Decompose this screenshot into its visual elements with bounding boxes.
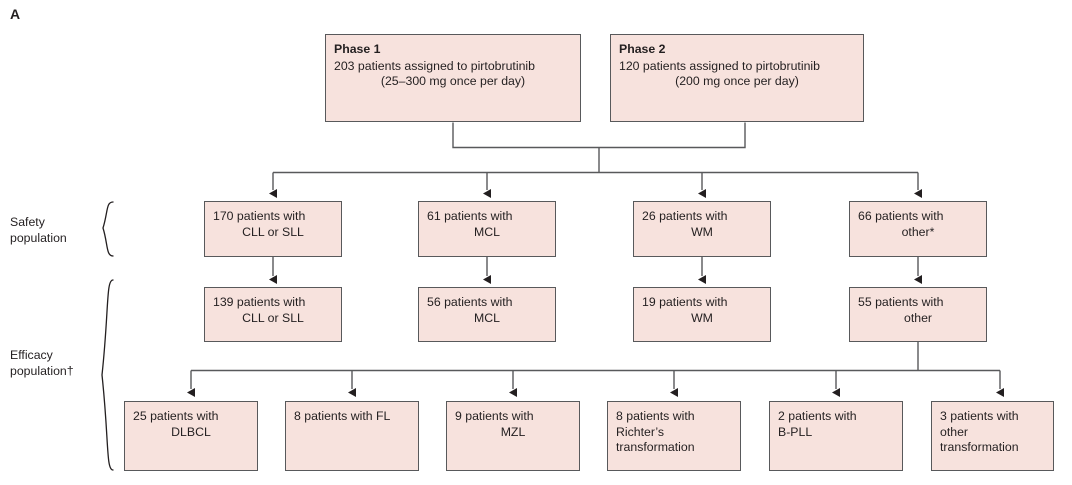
node-efficacy-cll-sll-line2: CLL or SLL [242, 310, 304, 325]
side-label-efficacy-line1: Efficacy [10, 348, 53, 362]
node-safety-cll-sll-line2: CLL or SLL [242, 224, 304, 239]
node-safety-other-line1: 66 patients with [858, 209, 944, 223]
node-safety-cll-sll[interactable]: 170 patients with CLL or SLL [204, 201, 342, 257]
node-dlbcl[interactable]: 25 patients with DLBCL [124, 401, 258, 471]
node-safety-cll-sll-line1: 170 patients with [213, 209, 306, 223]
node-efficacy-cll-sll[interactable]: 139 patients with CLL or SLL [204, 287, 342, 342]
node-dlbcl-line2: DLBCL [171, 424, 211, 439]
node-efficacy-mcl-line1: 56 patients with [427, 295, 513, 309]
node-fl[interactable]: 8 patients with FL [285, 401, 419, 471]
side-label-safety-line2: population [10, 230, 67, 245]
node-phase-1-line2: (25–300 mg once per day) [380, 74, 526, 89]
node-safety-wm-line1: 26 patients with [642, 209, 728, 223]
node-efficacy-other-line1: 55 patients with [858, 295, 944, 309]
node-b-pll-line2: B-PLL [778, 424, 813, 439]
node-efficacy-mcl-line2: MCL [474, 310, 500, 325]
node-b-pll[interactable]: 2 patients with B-PLL [769, 401, 903, 471]
side-label-safety-line1: Safety [10, 215, 45, 229]
node-efficacy-other-line2: other [903, 310, 933, 325]
node-mzl-line1: 9 patients with [455, 409, 534, 423]
node-phase-2[interactable]: Phase 2 120 patients assigned to pirtobr… [610, 34, 864, 122]
node-efficacy-wm-line2: WM [691, 310, 713, 325]
node-phase-1-title: Phase 1 [334, 42, 381, 56]
node-b-pll-line1: 2 patients with [778, 409, 857, 423]
node-richters-transformation-line3: transformation [616, 440, 695, 455]
node-other-transformation-line1: 3 patients with [940, 409, 1019, 423]
node-efficacy-wm-line1: 19 patients with [642, 295, 728, 309]
node-safety-mcl-line2: MCL [474, 224, 500, 239]
node-efficacy-mcl[interactable]: 56 patients with MCL [418, 287, 556, 342]
side-label-safety: Safety population [10, 215, 105, 247]
node-efficacy-cll-sll-line1: 139 patients with [213, 295, 306, 309]
node-safety-mcl-line1: 61 patients with [427, 209, 513, 223]
node-phase-2-line2: (200 mg once per day) [675, 74, 799, 89]
node-fl-line1: 8 patients with FL [294, 409, 391, 423]
side-label-efficacy-line2: population† [10, 363, 74, 378]
node-mzl-line2: MZL [500, 424, 526, 439]
panel-label-a: A [10, 6, 21, 22]
node-phase-2-title: Phase 2 [619, 42, 666, 56]
node-other-transformation-line2: other [940, 424, 969, 439]
node-efficacy-wm[interactable]: 19 patients with WM [633, 287, 771, 342]
node-richters-transformation-line2: Richter’s [616, 424, 665, 439]
node-other-transformation[interactable]: 3 patients with other transformation [931, 401, 1054, 471]
node-richters-transformation-line1: 8 patients with [616, 409, 695, 423]
node-safety-other[interactable]: 66 patients with other* [849, 201, 987, 257]
node-phase-1[interactable]: Phase 1 203 patients assigned to pirtobr… [325, 34, 581, 122]
node-richters-transformation[interactable]: 8 patients with Richter’s transformation [607, 401, 741, 471]
node-efficacy-other[interactable]: 55 patients with other [849, 287, 987, 342]
node-safety-wm-line2: WM [691, 224, 713, 239]
node-phase-1-line1: 203 patients assigned to pirtobrutinib [334, 58, 535, 73]
side-label-efficacy: Efficacy population† [10, 348, 108, 380]
node-safety-wm[interactable]: 26 patients with WM [633, 201, 771, 257]
node-other-transformation-line3: transformation [940, 440, 1019, 455]
node-mzl[interactable]: 9 patients with MZL [446, 401, 580, 471]
node-safety-mcl[interactable]: 61 patients with MCL [418, 201, 556, 257]
node-dlbcl-line1: 25 patients with [133, 409, 219, 423]
node-phase-2-line1: 120 patients assigned to pirtobrutinib [619, 58, 820, 73]
node-safety-other-line2: other* [901, 224, 935, 239]
